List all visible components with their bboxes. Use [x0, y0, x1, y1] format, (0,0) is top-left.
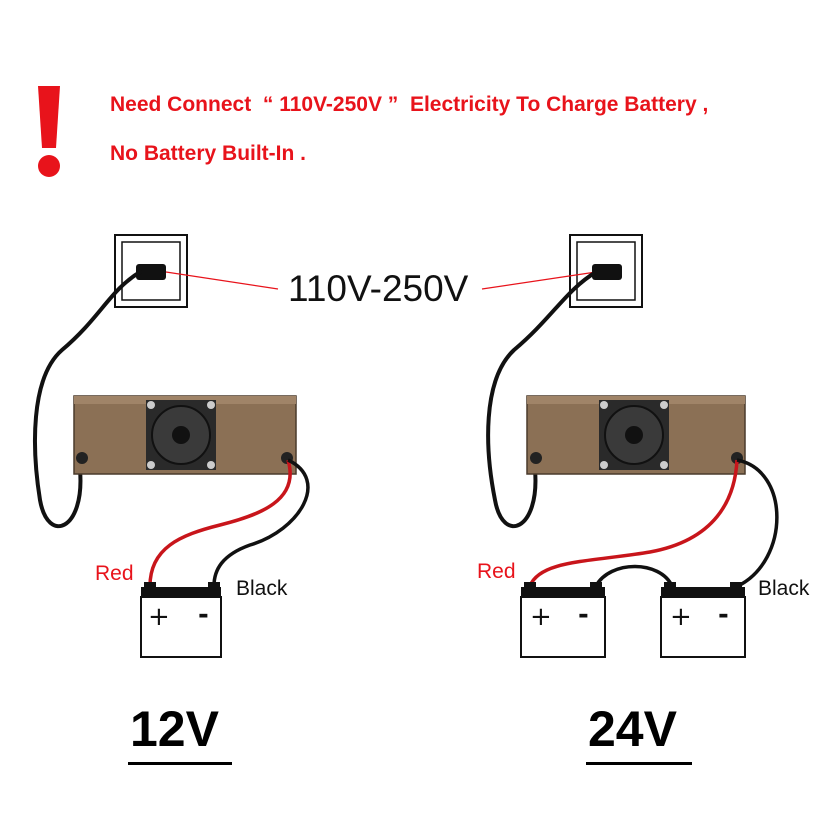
black-label-left: Black — [236, 577, 288, 600]
bridge-wire — [594, 564, 674, 587]
battery-right-2-minus: - — [718, 600, 729, 630]
black-wire-left — [212, 458, 310, 587]
battery-right-1-minus: - — [578, 600, 589, 630]
battery-left-minus: - — [198, 600, 209, 630]
voltage-24v-label: 24V — [588, 701, 677, 757]
red-label-left: Red — [95, 562, 134, 585]
voltage-12v-underline — [128, 762, 232, 765]
battery-right-1-plus: + — [530, 602, 552, 632]
red-wire-left — [148, 459, 292, 587]
voltage-pointer-left — [165, 271, 279, 290]
power-cord-left — [33, 270, 142, 529]
battery-right-1 — [520, 582, 606, 658]
voltage-pointer-right — [481, 271, 597, 290]
battery-left-plus: + — [148, 602, 170, 632]
wall-socket-left-icon — [114, 234, 188, 308]
battery-left — [140, 582, 222, 658]
warning-text-line1: Need Connect “ 110V-250V ” Electricity T… — [110, 93, 709, 116]
charger-right — [526, 395, 746, 475]
input-voltage-label: 110V-250V — [288, 268, 469, 309]
battery-right-2-plus: + — [670, 602, 692, 632]
voltage-12v-label: 12V — [130, 701, 219, 757]
voltage-24v-underline — [586, 762, 692, 765]
battery-right-2 — [660, 582, 746, 658]
charger-left — [73, 395, 297, 475]
red-label-right: Red — [477, 560, 516, 583]
power-cord-right — [486, 270, 598, 529]
wall-socket-right-icon — [569, 234, 643, 308]
black-wire-right — [736, 458, 779, 588]
warning-text-line2: No Battery Built-In . — [110, 142, 307, 165]
exclamation-icon — [38, 86, 60, 177]
black-label-right: Black — [758, 577, 810, 600]
red-wire-right — [528, 459, 739, 587]
